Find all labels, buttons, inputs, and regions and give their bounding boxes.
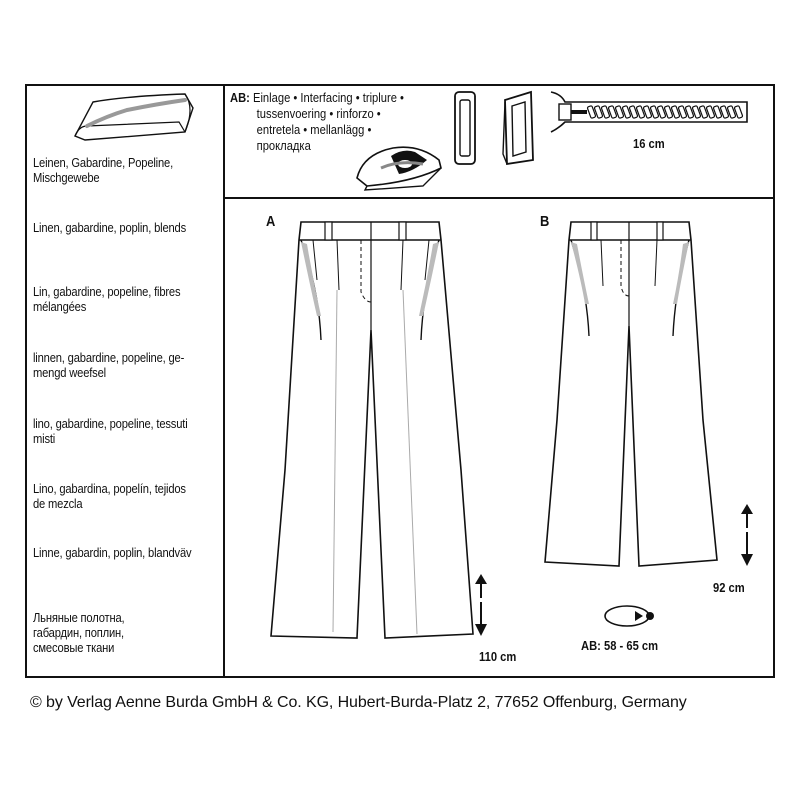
zipper-tooth — [719, 105, 730, 119]
fabric-ru-line-1: Льняные полотна, — [33, 610, 125, 625]
length-arrow-b — [741, 504, 753, 566]
fabric-de: Leinen, Gabardine, Popeline, Mischgewebe — [33, 155, 218, 185]
hook-icon — [502, 90, 534, 166]
fabric-sv-line-1: Linne, gabardin, poplin, blandväv — [33, 545, 192, 560]
zipper-tooth — [607, 105, 618, 119]
zipper-tooth — [705, 105, 716, 119]
elastic-waist-icon — [604, 605, 654, 627]
zipper-tooth — [649, 105, 660, 119]
fabric-nl: linnen, gabardine, popeline, ge- mengd w… — [33, 350, 218, 380]
interfacing-line-4: прокладка — [256, 138, 311, 153]
fabric-icon — [74, 93, 194, 141]
zipper-tooth — [712, 105, 723, 119]
zipper-tooth — [663, 105, 674, 119]
copyright-notice: © by Verlag Aenne Burda GmbH & Co. KG, H… — [30, 694, 687, 711]
fabric-de-line-2: Mischgewebe — [33, 170, 100, 185]
ab-label: AB: — [230, 90, 250, 105]
fabric-es: Lino, gabardina, popelín, tejidos de mez… — [33, 481, 218, 511]
fabric-it: lino, gabardine, popeline, tessuti misti — [33, 416, 218, 446]
interfacing-line-3: entretela • mellanlägg • — [256, 122, 372, 137]
trousers-view-b — [544, 221, 718, 567]
zipper-icon — [550, 91, 748, 133]
zipper-tooth — [593, 105, 604, 119]
fabric-sv: Linne, gabardin, poplin, blandväv — [33, 545, 218, 560]
fabric-it-line-2: misti — [33, 431, 56, 446]
zipper-tooth — [698, 105, 709, 119]
fabric-fr: Lin, gabardine, popeline, fibres mélangé… — [33, 284, 218, 314]
view-b-label: B — [540, 213, 550, 230]
fabric-fr-line-2: mélangées — [33, 299, 87, 314]
zipper-tooth — [726, 105, 737, 119]
fabric-nl-line-1: linnen, gabardine, popeline, ge- — [33, 350, 185, 365]
fabric-it-line-1: lino, gabardine, popeline, tessuti — [33, 416, 188, 431]
fabric-es-line-1: Lino, gabardina, popelín, tejidos — [33, 481, 186, 496]
zipper-tooth — [684, 105, 695, 119]
fabric-fr-line-1: Lin, gabardine, popeline, fibres — [33, 284, 181, 299]
notions-row: AB: Einlage • Interfacing • triplure • t… — [225, 86, 773, 199]
zipper-tooth — [733, 105, 744, 119]
zipper-length-label: 16 cm — [633, 136, 665, 151]
buckle-icon — [454, 91, 476, 165]
fabric-ru-line-2: габардин, поплин, — [33, 625, 124, 640]
zipper-tooth — [635, 105, 646, 119]
interfacing-text: AB: Einlage • Interfacing • triplure • t… — [230, 90, 404, 154]
iron-icon — [356, 146, 442, 191]
elastic-length-label: AB: 58 - 65 cm — [581, 638, 659, 653]
length-b-label: 92 cm — [713, 580, 745, 595]
fabric-column: Leinen, Gabardine, Popeline, Mischgewebe… — [27, 86, 225, 676]
fabric-ru: Льняные полотна, габардин, поплин, смесо… — [33, 610, 218, 655]
interfacing-line-2: tussenvoering • rinforzo • — [256, 106, 381, 121]
pattern-envelope-frame: Leinen, Gabardine, Popeline, Mischgewebe… — [25, 84, 775, 678]
zipper-tooth — [691, 105, 702, 119]
fabric-en-line-1: Linen, gabardine, poplin, blends — [33, 220, 187, 235]
zipper-tooth — [677, 105, 688, 119]
zipper-tooth — [670, 105, 681, 119]
fabric-ru-line-3: смесовые ткани — [33, 640, 115, 655]
zipper-tooth — [642, 105, 653, 119]
zipper-tooth — [586, 105, 597, 119]
view-a-label: A — [266, 213, 276, 230]
zipper-tooth — [628, 105, 639, 119]
zipper-tooth — [621, 105, 632, 119]
length-a-label: 110 cm — [479, 649, 517, 664]
fabric-de-line-1: Leinen, Gabardine, Popeline, — [33, 155, 174, 170]
zipper-tooth — [614, 105, 625, 119]
zipper-tooth — [656, 105, 667, 119]
fabric-en: Linen, gabardine, poplin, blends — [33, 220, 218, 235]
trousers-view-a — [270, 221, 474, 639]
fabric-es-line-2: de mezcla — [33, 496, 83, 511]
length-arrow-a — [475, 574, 487, 636]
fabric-nl-line-2: mengd weefsel — [33, 365, 106, 380]
zipper-tooth — [600, 105, 611, 119]
interfacing-line-1: Einlage • Interfacing • triplure • — [252, 90, 404, 105]
